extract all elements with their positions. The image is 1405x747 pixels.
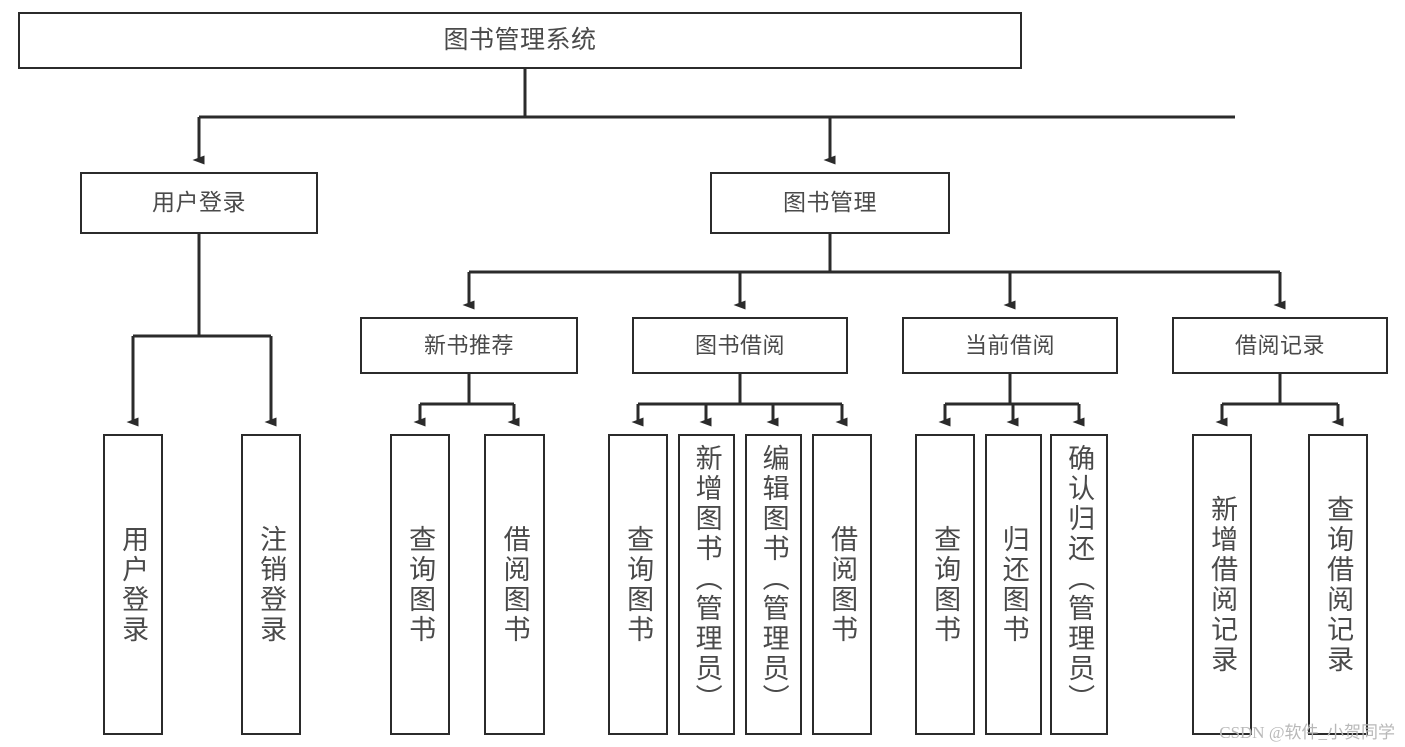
node-root-system[interactable]: 图书管理系统 xyxy=(18,12,1022,69)
node-label: 编辑图书（管理员） xyxy=(758,444,789,714)
leaf-query-book[interactable]: 查询图书 xyxy=(608,434,668,735)
leaf-edit-book-admin[interactable]: 编辑图书（管理员） xyxy=(745,434,802,735)
node-label: 查询图书 xyxy=(405,524,436,645)
node-label: 图书借阅 xyxy=(694,332,785,358)
node-current-borrow[interactable]: 当前借阅 xyxy=(902,317,1118,374)
node-label: 用户登录 xyxy=(152,189,246,216)
node-book-manage[interactable]: 图书管理 xyxy=(710,172,950,234)
leaf-borrow-book[interactable]: 借阅图书 xyxy=(484,434,545,735)
leaf-add-book-admin[interactable]: 新增图书（管理员） xyxy=(678,434,735,735)
node-user-login[interactable]: 用户登录 xyxy=(80,172,318,234)
leaf-add-borrow-record[interactable]: 新增借阅记录 xyxy=(1192,434,1252,735)
node-label: 借阅图书 xyxy=(499,524,530,645)
leaf-confirm-return-admin[interactable]: 确认归还（管理员） xyxy=(1050,434,1108,735)
leaf-borrow-book[interactable]: 借阅图书 xyxy=(812,434,872,735)
leaf-query-book[interactable]: 查询图书 xyxy=(915,434,975,735)
node-borrow-record[interactable]: 借阅记录 xyxy=(1172,317,1388,374)
node-new-book-recommend[interactable]: 新书推荐 xyxy=(360,317,578,374)
node-label: 图书管理 xyxy=(783,189,877,216)
node-label: 图书管理系统 xyxy=(443,25,597,54)
leaf-return-book[interactable]: 归还图书 xyxy=(985,434,1042,735)
node-label: 确认归还（管理员） xyxy=(1064,444,1095,714)
node-label: 当前借阅 xyxy=(964,332,1055,358)
node-label: 借阅记录 xyxy=(1234,332,1325,358)
leaf-query-borrow-record[interactable]: 查询借阅记录 xyxy=(1308,434,1368,735)
node-label: 查询图书 xyxy=(930,524,961,645)
node-label: 注销登录 xyxy=(256,524,287,645)
node-label: 查询借阅记录 xyxy=(1323,494,1354,675)
node-label: 用户登录 xyxy=(118,524,149,645)
watermark-text: CSDN @软件_小贺同学 xyxy=(1219,723,1395,742)
node-label: 查询图书 xyxy=(623,524,654,645)
node-label: 新增图书（管理员） xyxy=(691,444,722,714)
node-label: 借阅图书 xyxy=(827,524,858,645)
node-book-borrow[interactable]: 图书借阅 xyxy=(632,317,848,374)
node-label: 新增借阅记录 xyxy=(1207,494,1238,675)
leaf-user-logout[interactable]: 注销登录 xyxy=(241,434,301,735)
leaf-query-book[interactable]: 查询图书 xyxy=(390,434,450,735)
node-label: 归还图书 xyxy=(998,524,1029,645)
leaf-user-login[interactable]: 用户登录 xyxy=(103,434,163,735)
node-label: 新书推荐 xyxy=(423,332,514,358)
